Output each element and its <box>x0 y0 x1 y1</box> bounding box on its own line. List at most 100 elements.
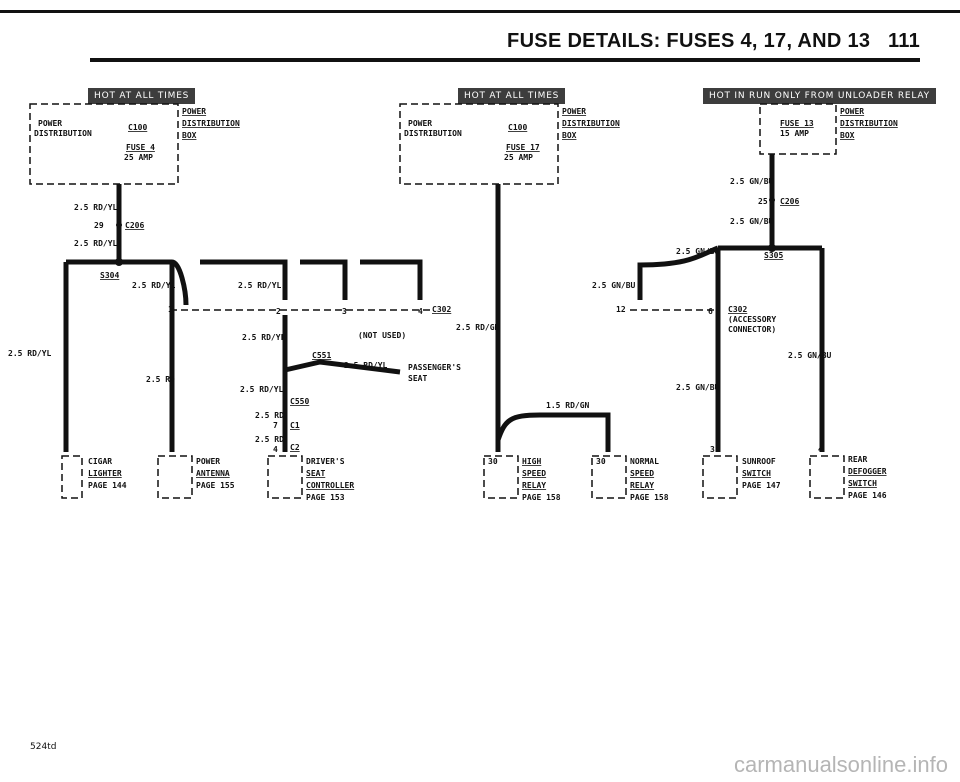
fuse13-wire-s305: 2.5 GN/BU <box>676 247 720 256</box>
seat-4: PAGE 153 <box>306 493 345 502</box>
fuse4-pdb-1: POWER <box>182 107 206 116</box>
fuse13-pin12: 12 <box>616 305 626 314</box>
fuse17-fuse: FUSE 17 <box>506 143 540 152</box>
seat-3: CONTROLLER <box>306 481 354 490</box>
rear-1: REAR <box>848 455 867 464</box>
antenna-3: PAGE 155 <box>196 481 235 490</box>
sunroof-switch-box <box>702 455 738 499</box>
fuse13-fuse: FUSE 13 <box>780 119 814 128</box>
fuse13-wire-right: 2.5 GN/BU <box>788 351 832 360</box>
banner-fuse4: HOT AT ALL TIMES <box>88 88 196 104</box>
fuse13-c206: C206 <box>780 197 799 206</box>
title-rule <box>90 58 920 62</box>
fuse13-s305: S305 <box>764 251 783 260</box>
fuse13-pin: 25 <box>758 197 768 206</box>
fuse4-pdb-box <box>29 103 179 185</box>
banner-fuse17: HOT AT ALL TIMES <box>458 88 566 104</box>
fuse4-power: POWER <box>38 119 62 128</box>
normal-1: NORMAL <box>630 457 659 466</box>
fuse4-wire2: 2.5 RD/YL <box>74 239 118 248</box>
drivers-seat-box <box>267 455 303 499</box>
normal-pin: 30 <box>596 457 606 466</box>
fuse4-passenger-2: SEAT <box>408 374 427 383</box>
fuse17-pdb-2: DISTRIBUTION <box>562 119 620 128</box>
wire-fuse17-split <box>495 412 611 452</box>
high-3: RELAY <box>522 481 546 490</box>
fuse13-c302-desc2: CONNECTOR) <box>728 325 776 334</box>
high-4: PAGE 158 <box>522 493 561 502</box>
connector-c206-fuse13 <box>769 197 775 203</box>
page-title: FUSE DETAILS: FUSES 4, 17, AND 13 111 <box>507 30 920 53</box>
fuse4-distribution: DISTRIBUTION <box>34 129 92 138</box>
fuse17-power: POWER <box>408 119 432 128</box>
fuse4-passenger-1: PASSENGER'S <box>408 363 461 372</box>
sunroof-2: SWITCH <box>742 469 771 478</box>
fuse17-wire-main: 2.5 RD/GN <box>456 323 500 332</box>
fuse13-wire-left: 2.5 GN/BU <box>592 281 636 290</box>
normal-2: SPEED <box>630 469 654 478</box>
splice-s305 <box>768 244 776 252</box>
fuse4-wire-rdyl-3: 2.5 RD/YL <box>242 333 286 342</box>
fuse17-c100: C100 <box>508 123 527 132</box>
high-2: SPEED <box>522 469 546 478</box>
fuse4-pin7: 7 <box>273 421 278 430</box>
fuse13-pdb-2: DISTRIBUTION <box>840 119 898 128</box>
power-antenna-box <box>157 455 193 499</box>
sunroof-3: PAGE 147 <box>742 481 781 490</box>
fuse17-pdb-3: BOX <box>562 131 577 140</box>
fuse4-pin2: 2 <box>276 307 281 316</box>
fuse13-pin6: 6 <box>708 307 713 316</box>
fuse4-s304: S304 <box>100 271 119 280</box>
fuse4-c551: C551 <box>312 351 331 360</box>
fuse4-wire-rd: 2.5 RD <box>146 375 175 384</box>
fuse4-pin1: 1 <box>168 305 173 314</box>
fuse4-wire-rd2: 2.5 RD <box>255 411 284 420</box>
fuse4-c302: C302 <box>432 305 451 314</box>
fuse4-wire-rdyl-2: 2.5 RD/YL <box>238 281 282 290</box>
wire-pin3-top <box>300 259 348 300</box>
fuse13-c302: C302 <box>728 305 747 314</box>
fuse4-amp: 25 AMP <box>124 153 153 162</box>
fuse4-c2: C2 <box>290 443 300 452</box>
fuse4-wire-c550: 2.5 RD/YL <box>240 385 284 394</box>
wire-passenger <box>284 359 401 375</box>
fuse4-wire-ps: 2.5 RD/YL <box>344 361 388 370</box>
fuse13-c302-desc1: (ACCESSORY <box>728 315 776 324</box>
high-pin: 30 <box>488 457 498 466</box>
fuse4-c1: C1 <box>290 421 300 430</box>
fuse17-pdb-box <box>399 103 559 185</box>
rear-4: PAGE 146 <box>848 491 887 500</box>
normal-3: RELAY <box>630 481 654 490</box>
antenna-2: ANTENNA <box>196 469 230 478</box>
fuse4-pin3: 3 <box>342 307 347 316</box>
splice-dots <box>115 197 776 266</box>
banner-fuse13: HOT IN RUN ONLY FROM UNLOADER RELAY <box>703 88 936 104</box>
fuse13-wire-down: 2.5 GN/BU <box>676 383 720 392</box>
fuse4-pdb-3: BOX <box>182 131 197 140</box>
fuse4-c550: C550 <box>290 397 309 406</box>
high-speed-relay-box <box>483 455 519 499</box>
seat-2: SEAT <box>306 469 325 478</box>
fuse17-pdb-1: POWER <box>562 107 586 116</box>
sunroof-1: SUNROOF <box>742 457 776 466</box>
wire-pin12 <box>637 245 719 300</box>
wires <box>63 154 825 452</box>
watermark: carmanualsonline.info <box>733 752 948 777</box>
fuse17-wire-split: 1.5 RD/GN <box>546 401 590 410</box>
antenna-1: POWER <box>196 457 220 466</box>
fuse4-wire-rdyl: 2.5 RD/YL <box>132 281 176 290</box>
cigar-1: CIGAR <box>88 457 112 466</box>
normal-4: PAGE 158 <box>630 493 669 502</box>
page-title-text: FUSE DETAILS: FUSES 4, 17, AND 13 <box>507 30 871 52</box>
fuse4-pin4: 4 <box>418 307 423 316</box>
rear-3: SWITCH <box>848 479 877 488</box>
fuse4-pdb-2: DISTRIBUTION <box>182 119 240 128</box>
rear-2: DEFOGGER <box>848 467 887 476</box>
fuse13-pin3: 3 <box>710 445 715 454</box>
fuse13-wire2: 2.5 GN/BU <box>730 217 774 226</box>
wire-pin4-top <box>360 259 423 300</box>
fuse4-wire-left: 2.5 RD/YL <box>8 349 52 358</box>
fuse17-amp: 25 AMP <box>504 153 533 162</box>
page-number: 111 <box>887 30 920 52</box>
